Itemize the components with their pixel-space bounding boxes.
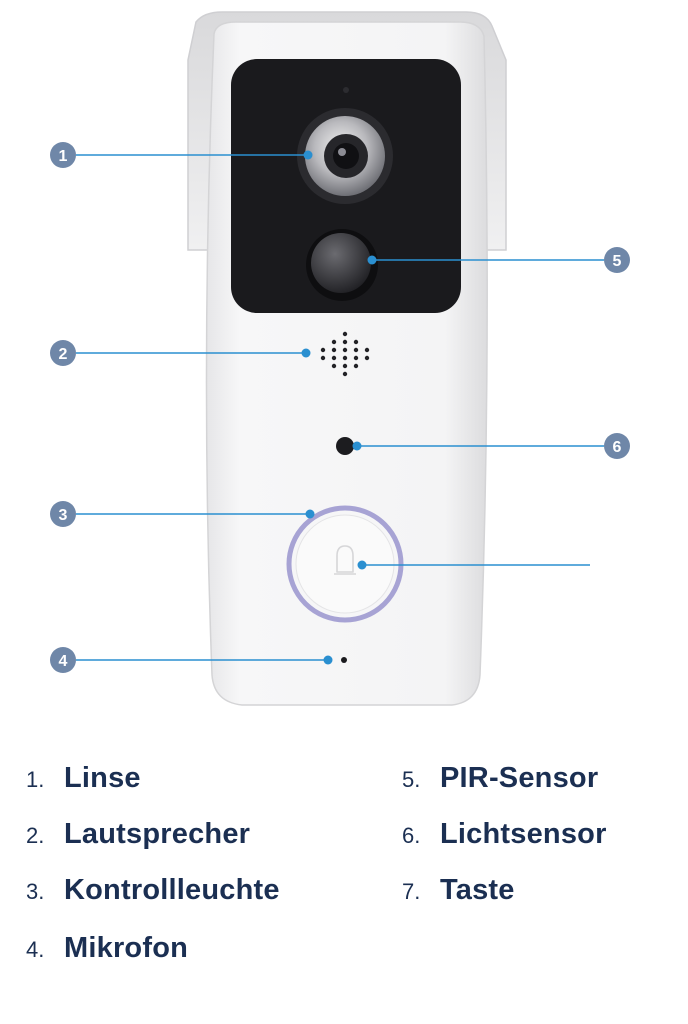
legend-number: 6. [402,823,421,848]
callout-badge-1: 1 [50,142,76,168]
callout-badge-3: 3 [50,501,76,527]
legend-label: Taste [440,874,515,906]
legend-number: 7. [402,879,421,904]
legend-number: 5. [402,767,421,792]
legend-item-indicator-light: 3. Kontrollleuchte [26,874,280,907]
legend-label: Lautsprecher [64,818,251,850]
pir-sensor [306,229,378,301]
legend-number: 2. [26,823,45,848]
legend-label: Lichtsensor [440,818,607,850]
callout-number: 6 [613,439,622,456]
camera-lens [297,108,393,204]
legend-label: Linse [64,762,141,794]
callout-badge-2: 2 [50,340,76,366]
legend-number: 1. [26,767,45,792]
bell-icon [334,545,356,575]
light-sensor [336,437,354,455]
top-pinhole [343,87,349,93]
callout-number: 2 [59,346,68,363]
legend-item-speaker: 2. Lautsprecher [26,818,250,851]
callout-badge-4: 4 [50,647,76,673]
callout-number: 4 [59,653,68,670]
legend-label: Mikrofon [64,932,189,964]
doorbell-diagram: 1 2 3 4 5 6 [50,11,630,706]
legend-item-light-sensor: 6. Lichtsensor [402,818,607,851]
legend-item-button: 7. Taste [402,874,515,907]
legend-label: Kontrollleuchte [64,874,280,906]
legend-item-pir-sensor: 5. PIR-Sensor [402,762,598,795]
legend-item-lens: 1. Linse [26,762,141,795]
callout-number: 3 [59,507,68,524]
legend-number: 3. [26,879,45,904]
speaker-grille [320,331,370,377]
callout-badge-6: 6 [604,433,630,459]
legend-item-microphone: 4. Mikrofon [26,932,188,965]
microphone-hole [341,657,347,663]
callout-number: 1 [59,148,68,165]
callout-number: 5 [613,253,622,270]
legend-number: 4. [26,937,45,962]
doorbell-button [286,505,404,623]
callout-badge-5: 5 [604,247,630,273]
callout-lines [76,150,604,665]
legend-label: PIR-Sensor [440,762,599,794]
